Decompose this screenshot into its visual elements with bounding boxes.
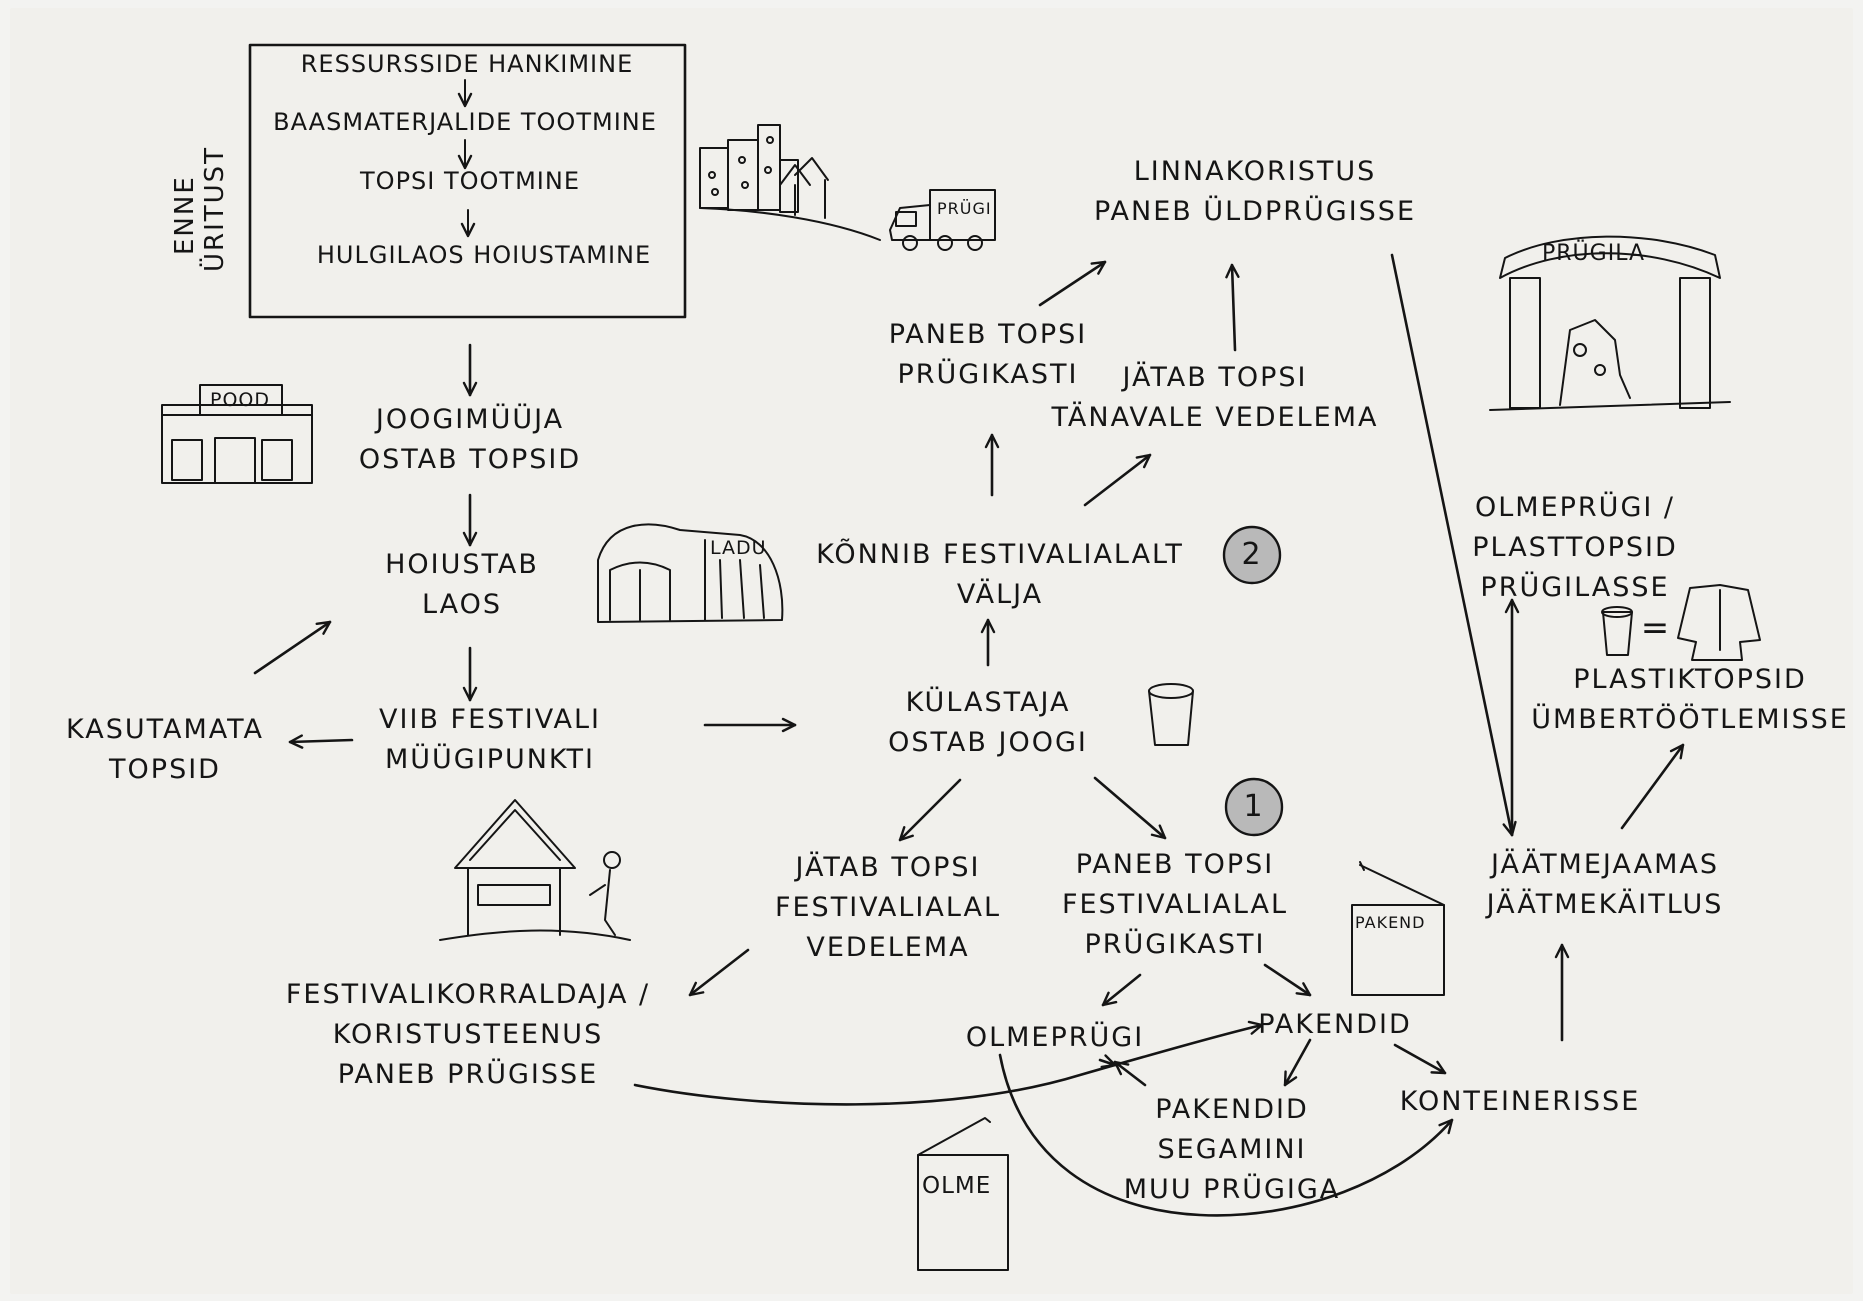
arrow-city-to-station bbox=[1390, 253, 1517, 837]
arrow-visitor-to-festbin bbox=[1093, 776, 1167, 840]
node-container: KONTEINERISSE bbox=[1399, 1086, 1641, 1117]
step-resources: RESSURSSIDE HANKIMINE bbox=[300, 50, 634, 78]
badge-2 bbox=[1222, 525, 1282, 585]
equals-sign: = bbox=[1640, 608, 1672, 648]
cup-icon bbox=[1148, 683, 1194, 746]
truck-sign: PRÜGI bbox=[937, 199, 992, 218]
mixed-bin-icon bbox=[917, 1117, 1009, 1271]
warehouse-icon bbox=[597, 523, 784, 623]
before-event-box bbox=[248, 43, 687, 319]
arrow-visitor-to-festlitter bbox=[898, 778, 962, 842]
cup-equals-shirt-icon bbox=[1601, 584, 1761, 661]
step-wholesale: HULGILAOS HOIUSTAMINE bbox=[316, 241, 652, 269]
before-event-label-2: ÜRITUST bbox=[200, 145, 230, 272]
arrow-packaging-to-container bbox=[1393, 1043, 1447, 1075]
step-materials: BAASMATERJALIDE TOOTMINE bbox=[273, 108, 657, 136]
arrow-organizer-branch-mixed bbox=[1098, 1054, 1117, 1069]
arrow-station-to-recycling bbox=[1620, 743, 1685, 830]
before-event-label-1: ENNE bbox=[170, 175, 200, 255]
arrow-organizer-to-mixed-and-packaging bbox=[633, 1020, 1264, 1106]
garbage-truck-icon bbox=[889, 189, 996, 251]
shop-icon bbox=[161, 384, 313, 484]
packaging-bin-sign: PAKEND bbox=[1355, 913, 1426, 932]
arrow-walkout-to-streetlitter bbox=[1083, 453, 1152, 507]
node-mixed-waste: OLMEPRÜGI bbox=[965, 1022, 1145, 1053]
arrow-streetlitter-to-city bbox=[1225, 263, 1240, 352]
arrow-streetbin-to-city bbox=[1038, 260, 1107, 307]
arrow-festbin-to-packaging bbox=[1263, 963, 1312, 997]
arrow-packmixed-up bbox=[1113, 1060, 1147, 1087]
packaging-bin-icon bbox=[1351, 861, 1445, 996]
step-cup-production: TOPSI TOOTMINE bbox=[360, 167, 580, 195]
shop-sign: POOD bbox=[210, 389, 270, 411]
node-packaging: PAKENDID bbox=[1258, 1009, 1412, 1040]
arrow-festbin-to-mixed bbox=[1101, 973, 1142, 1007]
arrow-packaging-to-packmixed bbox=[1283, 1038, 1312, 1087]
arrow-mixed-to-container bbox=[998, 1053, 1454, 1217]
mixed-bin-sign: OLME bbox=[922, 1173, 992, 1199]
arrow-festlitter-to-organizer bbox=[688, 948, 750, 997]
landfill-gate-icon bbox=[1489, 235, 1731, 411]
badge-2-label: 2 bbox=[1241, 537, 1263, 572]
arrow-sales-to-unused bbox=[288, 734, 354, 749]
badge-1-label: 1 bbox=[1243, 789, 1265, 824]
kiosk-icon bbox=[439, 799, 631, 941]
landfill-sign: PRÜGILA bbox=[1542, 241, 1646, 266]
arrow-unused-to-storage bbox=[253, 620, 332, 675]
badge-1 bbox=[1224, 777, 1284, 837]
warehouse-sign: LADU bbox=[710, 537, 767, 559]
city-icon bbox=[699, 124, 881, 241]
